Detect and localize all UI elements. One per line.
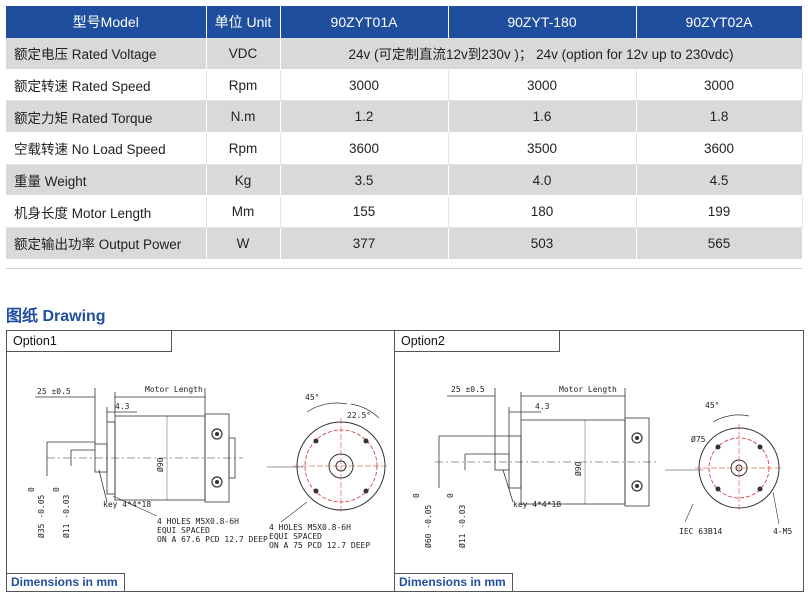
option2-dimensions-note: Dimensions in mm xyxy=(395,573,513,591)
row-value: 503 xyxy=(448,227,637,260)
table-row: 机身长度 Motor Length Mm 155 180 199 xyxy=(6,195,803,229)
dim-key-diameter: Ø11 -0.03 xyxy=(457,504,467,548)
header-90zyt01a: 90ZYT01A xyxy=(280,6,449,38)
dim-key: key 4*4*18 xyxy=(513,500,561,509)
row-value: 4.0 xyxy=(448,164,637,197)
row-unit: Rpm xyxy=(206,69,281,102)
option2-panel: Option2 xyxy=(394,330,804,592)
row-value: 3000 xyxy=(280,69,449,102)
row-value: 377 xyxy=(280,227,449,260)
row-label: 额定电压 Rated Voltage xyxy=(6,38,207,70)
row-label: 额定输出功率 Output Power xyxy=(6,227,207,260)
option1-label: Option1 xyxy=(7,331,172,352)
dim-body-diameter: Ø90 xyxy=(155,457,165,472)
dim-tolerance: 25 ±0.5 xyxy=(37,387,71,396)
row-unit: Kg xyxy=(206,164,281,197)
row-value: 3000 xyxy=(448,69,637,102)
row-value: 180 xyxy=(448,195,637,229)
row-value: 3600 xyxy=(280,132,449,165)
dim-pcd-diameter: Ø75 xyxy=(691,434,706,444)
row-value: 3.5 xyxy=(280,164,449,197)
drawing-title: 图纸 Drawing xyxy=(6,308,106,325)
row-value: 3000 xyxy=(636,69,803,102)
dim-key-upper: 0 xyxy=(446,493,455,498)
row-value: 155 xyxy=(280,195,449,229)
option2-label: Option2 xyxy=(395,331,560,352)
table-row: 重量 Weight Kg 3.5 4.0 4.5 xyxy=(6,164,803,197)
dim-body-diameter: Ø90 xyxy=(573,461,583,476)
holes-front-line2: EQUI SPACED xyxy=(157,526,210,535)
row-label: 空载转速 No Load Speed xyxy=(6,132,207,165)
row-value: 1.6 xyxy=(448,100,637,134)
row-label: 机身长度 Motor Length xyxy=(6,195,207,229)
dim-shaft-upper: 0 xyxy=(412,493,421,498)
dim-motor-length: Motor Length xyxy=(145,385,203,394)
thread-spec: 4-M5 xyxy=(773,527,792,536)
angle-45: 45° xyxy=(705,401,719,410)
row-label: 重量 Weight xyxy=(6,164,207,197)
dim-motor-length: Motor Length xyxy=(559,385,617,394)
row-value: 1.8 xyxy=(636,100,803,134)
row-unit: VDC xyxy=(206,38,281,70)
dim-shaft-diameter: Ø35 -0.05 xyxy=(36,494,46,538)
holes-end-line1: 4 HOLES M5X0.8-6H xyxy=(269,523,351,532)
row-unit: Mm xyxy=(206,195,281,229)
option1-panel: Option1 xyxy=(6,330,396,592)
dim-shaft-upper: 0 xyxy=(27,487,36,492)
section-divider xyxy=(6,268,802,269)
table-header: 型号Model 单位 Unit 90ZYT01A 90ZYT-180 90ZYT… xyxy=(6,6,803,38)
table-row: 额定电压 Rated Voltage VDC 24v (可定制直流12v到230… xyxy=(6,38,803,70)
header-model: 型号Model xyxy=(6,6,207,38)
table-row: 额定力矩 Rated Torque N.m 1.2 1.6 1.8 xyxy=(6,100,803,134)
dim-key-upper: 0 xyxy=(52,487,61,492)
angle-22-5: 22.5° xyxy=(347,411,371,420)
dim-key-diameter: Ø11 -0.03 xyxy=(61,494,71,538)
option2-end-view xyxy=(695,414,783,512)
option2-drawing: 25 ±0.5 Motor Length 4.3 Ø90 0 Ø60 -0.05… xyxy=(412,385,792,548)
table-row: 额定输出功率 Output Power W 377 503 565 xyxy=(6,227,803,260)
dim-step: 4.3 xyxy=(115,402,130,411)
option1-end-view xyxy=(293,402,389,514)
holes-front-line3: ON A 67.6 PCD 12.7 DEEP xyxy=(157,535,268,544)
row-value-merged: 24v (可定制直流12v到230v )； 24v (option for 12… xyxy=(280,38,803,70)
row-label: 额定转速 Rated Speed xyxy=(6,69,207,102)
holes-end-line3: ON A 75 PCD 12.7 DEEP xyxy=(269,541,370,550)
row-unit: W xyxy=(206,227,281,260)
row-unit: Rpm xyxy=(206,132,281,165)
table-row: 空载转速 No Load Speed Rpm 3600 3500 3600 xyxy=(6,132,803,165)
holes-end-line2: EQUI SPACED xyxy=(269,532,322,541)
header-unit: 单位 Unit xyxy=(206,6,281,38)
dim-step: 4.3 xyxy=(535,402,550,411)
header-90zyt-180: 90ZYT-180 xyxy=(448,6,637,38)
table-row: 额定转速 Rated Speed Rpm 3000 3000 3000 xyxy=(6,69,803,102)
row-label: 额定力矩 Rated Torque xyxy=(6,100,207,134)
row-value: 3500 xyxy=(448,132,637,165)
row-value: 4.5 xyxy=(636,164,803,197)
row-value: 565 xyxy=(636,227,803,260)
dim-key: key 4*4*18 xyxy=(103,500,151,509)
option1-drawing: 25 ±0.5 Motor Length 4.3 Ø90 0 Ø35 -0.05… xyxy=(27,385,389,550)
header-90zyt02a: 90ZYT02A xyxy=(636,6,803,38)
option1-dimensions-note: Dimensions in mm xyxy=(7,573,125,591)
spec-table: 型号Model 单位 Unit 90ZYT01A 90ZYT-180 90ZYT… xyxy=(6,6,803,260)
row-value: 1.2 xyxy=(280,100,449,134)
holes-front-line1: 4 HOLES M5X0.8-6H xyxy=(157,517,239,526)
angle-45: 45° xyxy=(305,393,319,402)
iec-standard: IEC 63B14 xyxy=(679,527,723,536)
row-value: 199 xyxy=(636,195,803,229)
row-value: 3600 xyxy=(636,132,803,165)
row-unit: N.m xyxy=(206,100,281,134)
dim-shaft-diameter: Ø60 -0.05 xyxy=(423,504,433,548)
dim-tolerance: 25 ±0.5 xyxy=(451,385,485,394)
